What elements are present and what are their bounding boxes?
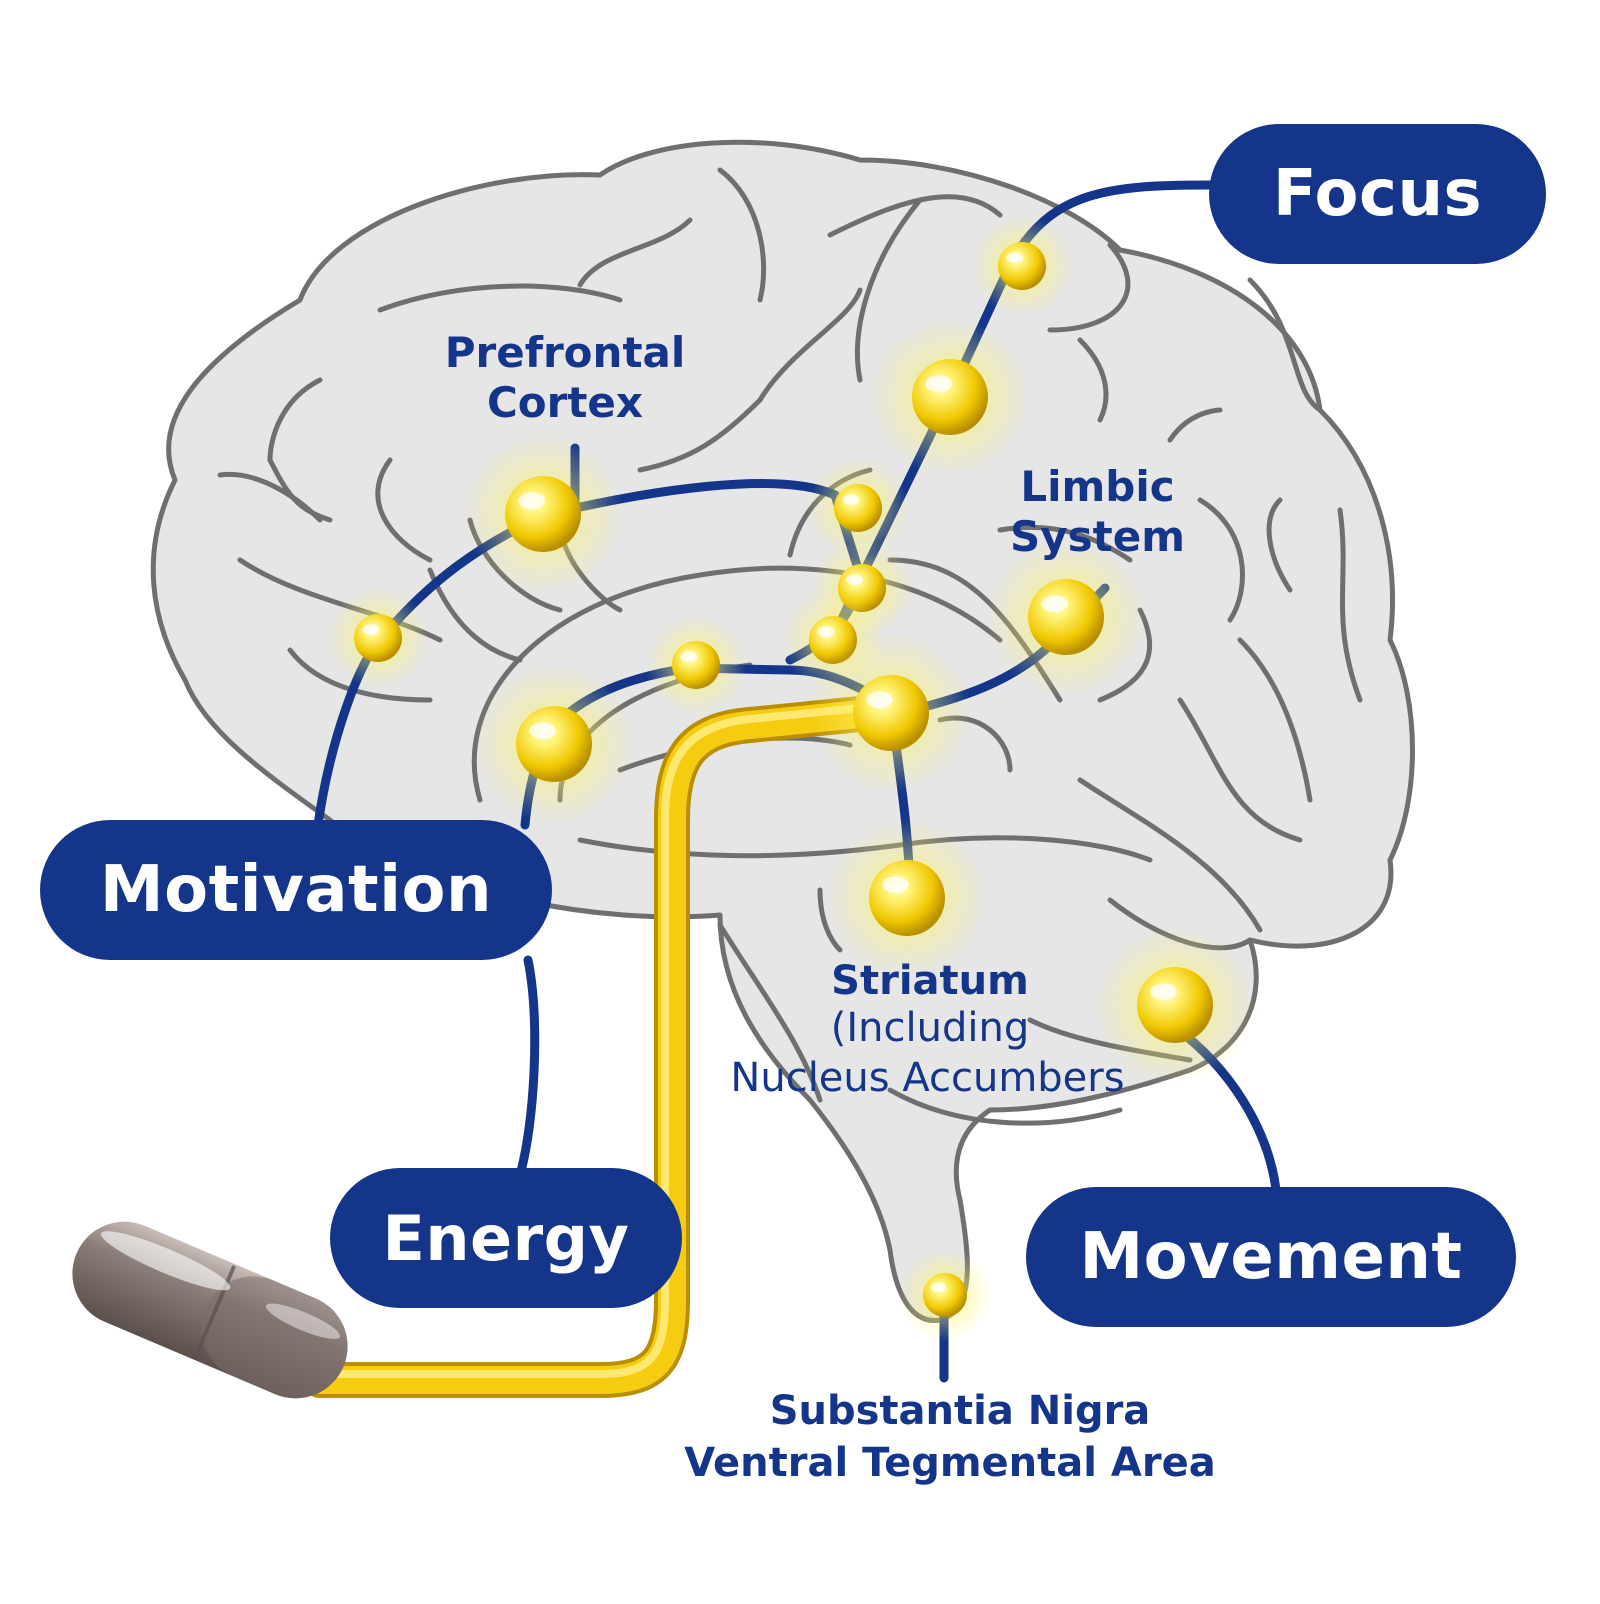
- node-highlight: [1006, 252, 1024, 263]
- supplement-pathway: [302, 694, 898, 1398]
- node-highlight: [866, 691, 893, 709]
- node-highlight: [680, 651, 698, 662]
- dopamine-node: [869, 860, 945, 936]
- prefrontal-cortex-label: Prefrontal Cortex: [420, 328, 710, 427]
- node-highlight: [529, 722, 556, 740]
- dopamine-node: [1028, 579, 1104, 655]
- dopamine-node: [672, 641, 720, 689]
- motivation-pill: Motivation: [40, 820, 552, 960]
- node-highlight: [925, 375, 952, 393]
- movement-label: Movement: [1079, 1220, 1463, 1294]
- energy-pill: Energy: [330, 1168, 682, 1308]
- dopamine-node: [853, 675, 929, 751]
- dopamine-node: [516, 706, 592, 782]
- limbic-system-line1: Limbic: [1020, 462, 1175, 511]
- capsule-icon: [72, 1221, 348, 1399]
- dopamine-node: [1137, 967, 1213, 1043]
- prefrontal-cortex-line2: Cortex: [486, 377, 644, 427]
- dopamine-node: [505, 476, 581, 552]
- prefrontal-cortex-line1: Prefrontal: [444, 328, 686, 377]
- node-highlight: [846, 574, 864, 585]
- node-highlight: [930, 1282, 947, 1293]
- ventral-tegmental-area-label: Ventral Tegmental Area: [684, 1440, 1216, 1486]
- node-highlight: [842, 494, 860, 505]
- focus-pill: Focus: [1209, 124, 1546, 264]
- dopamine-node: [998, 242, 1046, 290]
- movement-pill: Movement: [1026, 1187, 1516, 1327]
- dopamine-node: [912, 359, 988, 435]
- node-highlight: [882, 876, 909, 894]
- node-highlight: [1150, 983, 1177, 1001]
- nucleus-accumbens-label: Nucleus Accumbers: [730, 1055, 1125, 1101]
- striatum-label: Striatum: [831, 958, 1029, 1004]
- focus-label: Focus: [1272, 157, 1483, 231]
- dopamine-node: [923, 1273, 967, 1317]
- node-highlight: [817, 626, 835, 637]
- motivation-label: Motivation: [99, 853, 493, 927]
- substantia-nigra-label: Substantia Nigra: [769, 1388, 1151, 1434]
- energy-label: Energy: [382, 1201, 630, 1275]
- limbic-system-line2: System: [1010, 511, 1185, 561]
- node-highlight: [362, 624, 380, 635]
- striatum-including-label: (Including: [830, 1005, 1030, 1051]
- dopamine-nodes: [327, 215, 1255, 1342]
- node-highlight: [518, 492, 545, 510]
- dopamine-node: [834, 484, 882, 532]
- limbic-system-label: Limbic System: [985, 462, 1210, 561]
- node-highlight: [1041, 595, 1068, 613]
- dopamine-node: [354, 614, 402, 662]
